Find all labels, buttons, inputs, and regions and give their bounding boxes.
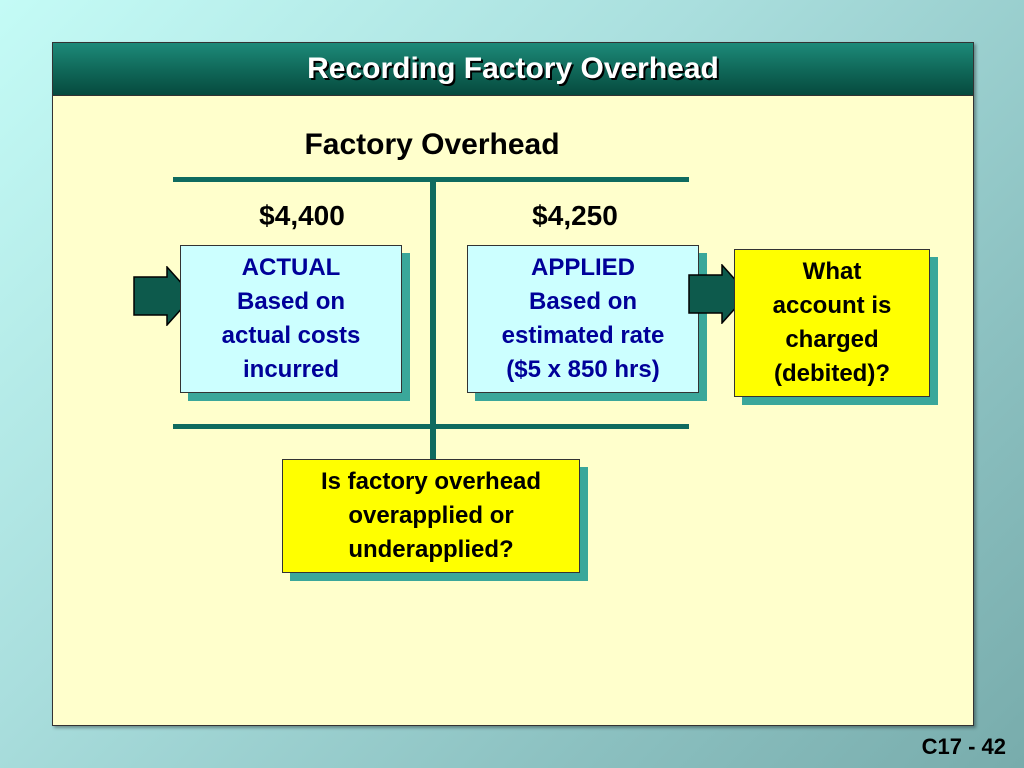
over-under-applied-question-box: Is factory overhead overapplied or under…: [282, 459, 580, 573]
question-line: underapplied?: [348, 536, 514, 563]
actual-costs-box: ACTUAL Based on actual costs incurred: [180, 245, 402, 393]
applied-line: APPLIED: [530, 254, 635, 281]
slide-title: Recording Factory Overhead: [307, 52, 719, 85]
based-on-line: Based on: [236, 288, 346, 315]
question-line: overapplied or: [348, 502, 514, 529]
debit-amount: $4,400: [259, 200, 345, 231]
rate-calculation-line: ($5 x 850 hrs): [506, 356, 660, 383]
based-on-line: Based on: [528, 288, 638, 315]
credit-amount: $4,250: [532, 200, 618, 231]
t-account-bottom-line: [173, 424, 689, 429]
question-line: charged: [785, 326, 879, 353]
question-line: (debited)?: [774, 360, 890, 387]
applied-overhead-box: APPLIED Based on estimated rate ($5 x 85…: [467, 245, 699, 393]
question-line: account is: [772, 292, 892, 319]
t-account-vertical-line: [430, 182, 436, 467]
question-line: What: [802, 258, 862, 285]
title-bar: Recording Factory Overhead: [53, 43, 973, 96]
t-account-top-line: [173, 177, 689, 182]
incurred-line: incurred: [242, 356, 340, 383]
actual-costs-line: actual costs: [221, 322, 361, 349]
t-account-title: Factory Overhead: [304, 128, 560, 161]
question-line: Is factory overhead: [320, 468, 542, 495]
actual-line: ACTUAL: [241, 254, 341, 281]
estimated-rate-line: estimated rate: [501, 322, 665, 349]
account-charged-question-box: What account is charged (debited)?: [734, 249, 930, 397]
page-number: C17 - 42: [921, 734, 1006, 759]
